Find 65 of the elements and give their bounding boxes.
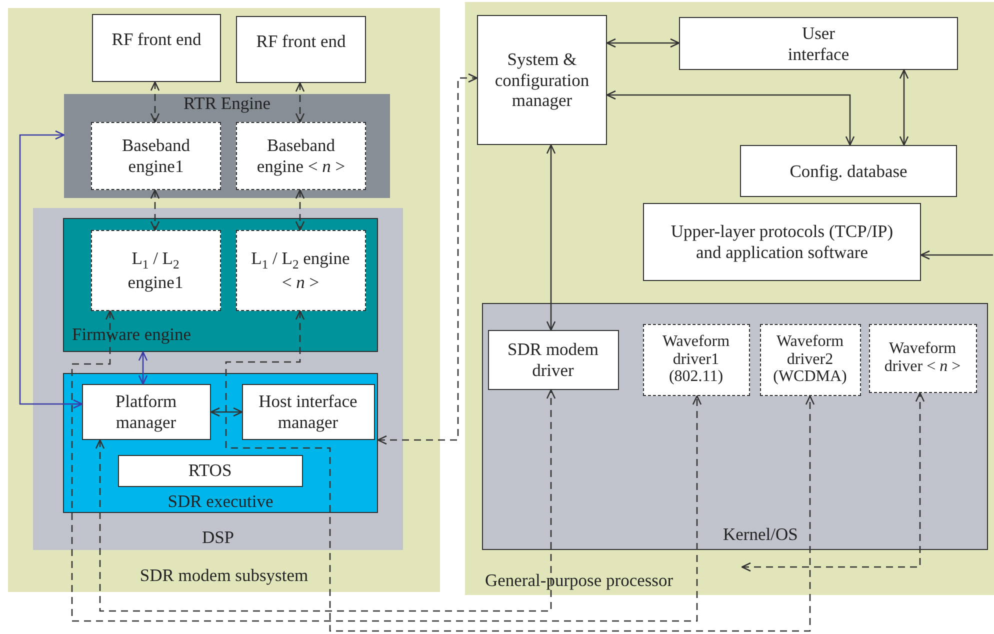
layer-panel	[63, 373, 378, 513]
box-label: Config. database	[790, 160, 908, 182]
arrow	[225, 310, 815, 632]
box-label: System & configuration manager	[494, 49, 590, 111]
module-box	[642, 324, 750, 396]
module-box	[488, 330, 618, 390]
box-label: Baseband engine < n >	[256, 135, 346, 177]
module-box	[91, 122, 221, 190]
arrow	[606, 38, 680, 48]
module-box	[868, 324, 976, 392]
arrow	[71, 310, 702, 622]
layer-panel	[482, 303, 988, 550]
panel-title: RTR Engine	[182, 93, 272, 114]
module-box	[679, 17, 958, 70]
arrow	[295, 82, 305, 123]
panel-title: DSP	[200, 527, 236, 548]
box-label: Waveform driver2 (WCDMA)	[772, 333, 848, 386]
arrow	[546, 144, 556, 331]
module-box	[118, 454, 302, 486]
box-label: Waveform driver < n >	[883, 340, 962, 376]
module-box	[760, 324, 860, 396]
module-box	[740, 145, 957, 197]
panel-title: SDR modem subsystem	[138, 565, 310, 586]
module-box	[90, 230, 220, 310]
arrow	[920, 250, 993, 260]
module-box	[92, 14, 221, 82]
arrow	[377, 73, 478, 445]
box-label: Baseband engine1	[120, 135, 192, 177]
module-box	[242, 384, 374, 440]
box-label: Host interface manager	[258, 390, 358, 432]
panel-title: SDR executive	[166, 491, 274, 512]
module-box	[477, 15, 607, 145]
box-label: User interface	[786, 22, 850, 64]
subsystem-panel	[8, 8, 440, 592]
module-box	[236, 122, 366, 190]
arrow	[19, 130, 83, 409]
box-label: SDR modem driver	[506, 338, 600, 380]
arrow	[138, 351, 148, 385]
arrow	[95, 389, 556, 612]
arrow	[295, 189, 305, 231]
arrow	[150, 81, 160, 123]
box-label: L$_{1}$ / L$_{2}$ engine1	[126, 248, 184, 292]
module-box	[236, 16, 366, 83]
panel-title: General-purpose processor	[485, 570, 674, 591]
box-label: Waveform driver1 (802.11)	[661, 333, 731, 386]
arrow	[150, 189, 160, 231]
arrow	[606, 90, 855, 146]
box-label: RF front end	[112, 29, 202, 50]
subsystem-panel	[465, 2, 994, 595]
panel-title: Kernel/OS	[723, 524, 798, 545]
box-label: RTOS	[188, 460, 232, 481]
arrow	[741, 392, 925, 572]
layer-panel	[64, 94, 390, 198]
box-label: RF front end	[256, 31, 346, 52]
box-label: Platform manager	[114, 390, 178, 432]
panel-title: Firmware engine	[72, 324, 192, 345]
layer-panel	[63, 218, 378, 352]
arrow	[210, 407, 243, 417]
layer-panel	[33, 208, 403, 550]
module-box	[643, 203, 921, 281]
module-box	[236, 230, 366, 310]
arrow	[899, 69, 909, 146]
box-label: Upper-layer protocols (TCP/IP) and application software	[670, 221, 894, 263]
box-label: L$_{1}$ / L$_{2}$ engine < n >	[250, 248, 350, 292]
module-box	[82, 384, 210, 440]
